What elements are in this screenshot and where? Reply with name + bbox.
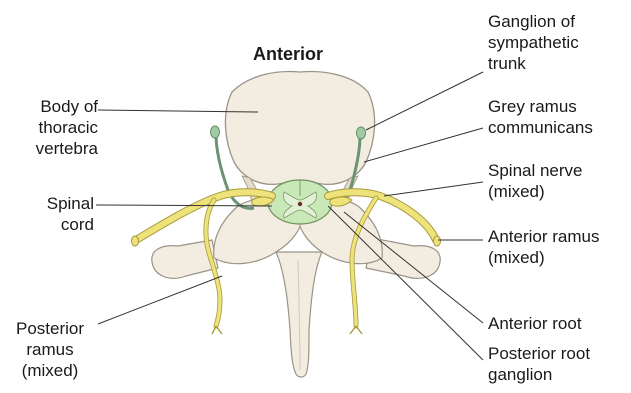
spinal-cord-label: Spinal cord (0, 193, 94, 235)
right-sympathetic-ganglion (357, 127, 366, 139)
left-anterior-ramus-end (132, 236, 139, 246)
anterior-ramus-label: Anterior ramus (mixed) (488, 226, 630, 268)
right-anterior-ramus-end (434, 236, 441, 246)
left-sympathetic-ganglion (211, 126, 220, 138)
central-canal (298, 202, 302, 206)
posterior-root-ganglion-label: Posterior root ganglion (488, 343, 630, 385)
posterior-ramus-label: Posterior ramus (mixed) (0, 318, 100, 381)
ganglion-of-sympathetic-trunk-label: Ganglion of sympathetic trunk (488, 11, 630, 74)
spinal-nerve-label: Spinal nerve (mixed) (488, 160, 630, 202)
vertebral-body (225, 72, 374, 185)
anterior-label: Anterior (246, 44, 330, 65)
grey-ramus-communicans-label: Grey ramus communicans (488, 96, 630, 138)
body-of-thoracic-vertebra-label: Body of thoracic vertebra (0, 96, 98, 159)
anterior-root-label: Anterior root (488, 313, 630, 334)
